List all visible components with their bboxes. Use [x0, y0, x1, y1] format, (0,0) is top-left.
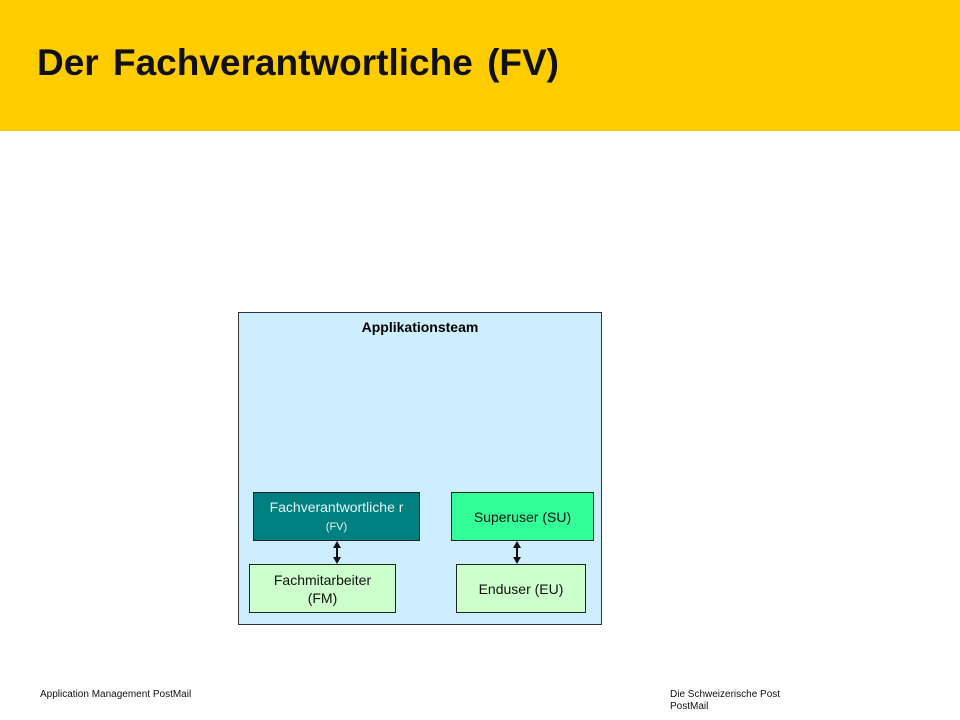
node-fachverantwortlicher: Fachverantwortliche r (FV): [253, 492, 420, 541]
node-fm-label-line1: Fachmitarbeiter: [273, 571, 372, 588]
footer-left: Application Management PostMail: [40, 689, 192, 700]
node-fm-label-line2: (FM): [307, 589, 338, 606]
node-su-label: Superuser (SU): [473, 508, 572, 525]
footer-right: Die Schweizerische Post PostMail: [670, 689, 780, 713]
node-eu-label: Enduser (EU): [478, 580, 564, 597]
group-label: Applikationsteam: [361, 319, 479, 335]
node-enduser: Enduser (EU): [456, 564, 586, 613]
node-fv-label: Fachverantwortliche r: [269, 498, 404, 515]
title-bar: Der Fachverantwortliche (FV): [0, 0, 960, 131]
footer-right-line2: PostMail: [670, 701, 709, 712]
node-fv-abbr: (FV): [325, 520, 348, 533]
node-superuser: Superuser (SU): [451, 492, 594, 541]
footer-right-line1: Die Schweizerische Post: [670, 689, 781, 700]
node-fachmitarbeiter: Fachmitarbeiter (FM): [249, 564, 396, 613]
page-title: Der Fachverantwortliche (FV): [37, 42, 560, 83]
